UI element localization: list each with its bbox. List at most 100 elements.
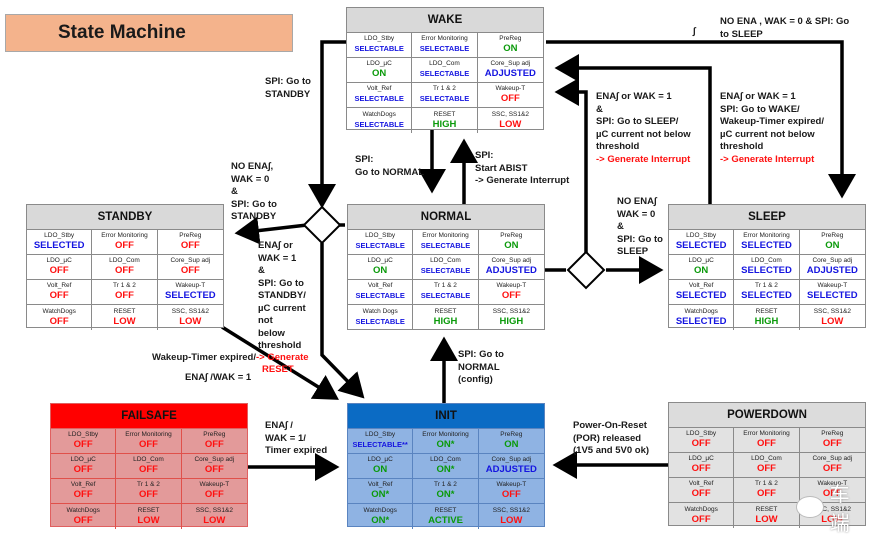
label-line: threshold <box>596 141 640 152</box>
label-generate-reset-1: -> Generate <box>256 352 309 363</box>
cell-value: OFF <box>180 240 200 251</box>
cell-value: ON <box>373 265 388 276</box>
cell-value: OFF <box>822 438 842 449</box>
cell-label: LDO_µC <box>367 456 393 463</box>
cell-label: SSC, SS1&2 <box>813 307 851 315</box>
cell-label: LDO_Com <box>429 60 460 67</box>
cell-label: Error Monitoring <box>743 430 790 437</box>
cell-value: SELECTED <box>675 315 727 327</box>
cell-label: PreReg <box>821 232 844 239</box>
label-line: threshold <box>258 340 302 351</box>
cell-label: PreReg <box>500 431 523 438</box>
cell-label: Volt_Ref <box>46 282 72 289</box>
cell-value: SELECTABLE <box>419 69 470 78</box>
cell-value: ON* <box>436 464 455 475</box>
diagram-title: State Machine <box>5 14 293 52</box>
cell-value: OFF <box>138 439 158 450</box>
cell-label: Tr 1 & 2 <box>433 85 456 92</box>
label-normal-to-wake: SPI:Start ABIST-> Generate Interrupt <box>475 150 569 188</box>
cell-value: SELECTABLE <box>420 266 471 275</box>
cell-value: SELECTED <box>164 290 216 301</box>
cell-value: LOW <box>821 315 844 327</box>
cell-value: OFF <box>73 464 93 475</box>
cell-label: LDO_Com <box>751 257 782 264</box>
label-line: & <box>258 265 265 276</box>
cell-value: OFF <box>501 489 521 500</box>
cell-value: OFF <box>114 265 134 276</box>
cell-value: ON <box>373 464 388 475</box>
cell-label: Core_Sup adj <box>491 257 532 264</box>
label-line: µC current not below <box>596 128 691 140</box>
label-line: SPI: Go to WAKE/ <box>720 103 800 115</box>
cell-value: LOW <box>821 513 844 525</box>
cell-label: LDO_µC <box>688 455 714 462</box>
cell-label: LDO_µC <box>688 257 714 264</box>
cell-label: Volt_Ref <box>688 282 714 289</box>
cell-label: SSC, SS1&2 <box>813 505 851 513</box>
label-line: not <box>258 315 273 326</box>
label-line: NO ENA , WAK = 0 & SPI: Go <box>720 16 850 27</box>
cell-label: LDO_Com <box>430 257 461 264</box>
cell-value: LOW <box>137 514 160 526</box>
cell-value: OFF <box>501 290 521 301</box>
cell-value: OFF <box>114 290 134 301</box>
cell-label: LDO_Stby <box>686 232 717 239</box>
cell-value: OFF <box>691 488 711 499</box>
cell-value: ON <box>504 240 519 251</box>
cell-value: OFF <box>822 463 842 474</box>
label-line: below <box>258 327 285 339</box>
state-standby-title: STANDBY <box>27 205 223 230</box>
label-sleep-to-normal-interrupt: -> Generate Interrupt <box>596 153 691 165</box>
cell-value: SELECTED <box>741 240 792 251</box>
label-line: SPI: <box>475 150 494 161</box>
label-sleep-to-normal-cond: ENA∫ or WAK = 1&SPI: Go to SLEEP/µC curr… <box>596 91 691 154</box>
watermark-text: 车端 <box>829 484 850 535</box>
cell-label: LDO_Stby <box>365 431 396 438</box>
cell-label: Core_Sup adj <box>491 456 532 463</box>
cell-label: PreReg <box>203 431 226 438</box>
label-line: SLEEP <box>617 246 649 257</box>
cell-label: SSC, SS1&2 <box>491 110 529 118</box>
cell-label: SSC, SS1&2 <box>492 307 530 315</box>
cell-label: Wakeup-T <box>496 282 527 289</box>
cell-value: SELECTED <box>33 240 85 251</box>
cell-value: OFF <box>180 265 200 276</box>
cell-value: ON <box>504 439 519 450</box>
label-line: NO ENA∫ <box>617 196 657 207</box>
label-wake-to-sleep-symbol: ∫ <box>693 26 696 37</box>
cell-value: HIGH <box>499 315 524 327</box>
cell-label: LDO_Com <box>133 456 164 463</box>
cell-label: Core_Sup adj <box>170 257 211 264</box>
cell-label: Tr 1 & 2 <box>755 480 778 487</box>
watermark: 车端 <box>796 478 869 536</box>
cell-label: Volt_Ref <box>70 481 96 488</box>
label-line: Power-On-Reset <box>573 420 647 431</box>
cell-value: OFF <box>49 265 69 276</box>
